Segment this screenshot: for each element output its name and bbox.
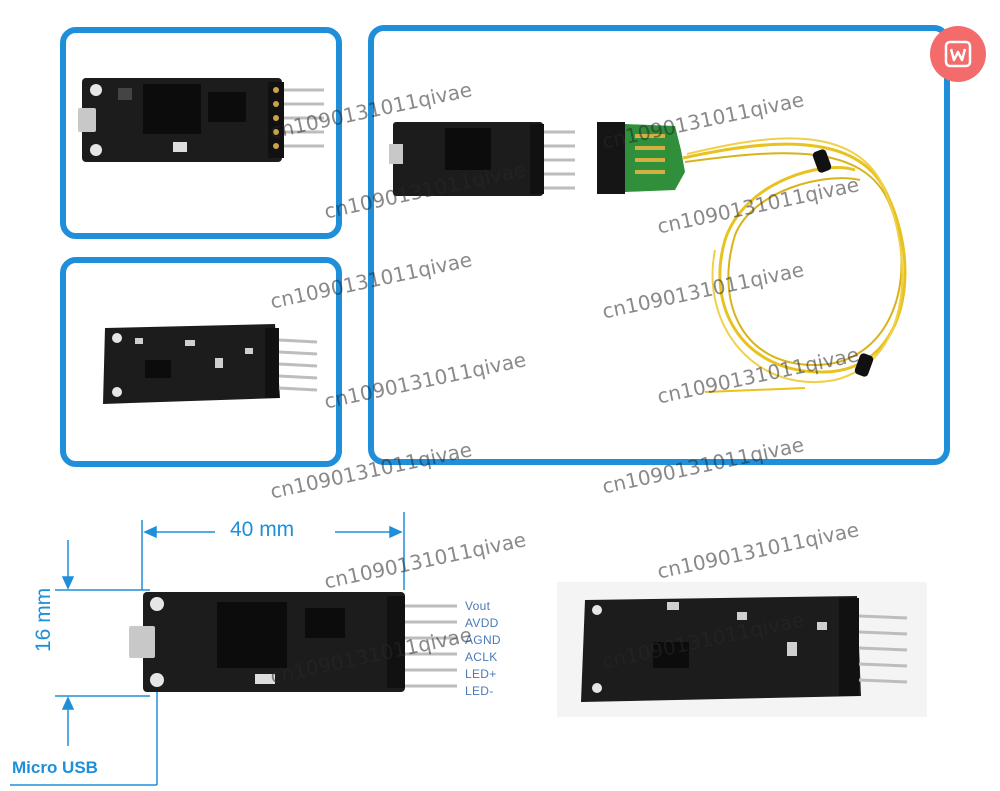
pin-label-avdd: AVDD (465, 616, 499, 630)
board-back-bottom-photo (557, 582, 927, 717)
width-dimension-label: 40 mm (230, 518, 295, 541)
pin-label-aclk: ACLK (465, 650, 498, 664)
board-back-photo (103, 324, 318, 404)
app-badge[interactable] (930, 26, 986, 82)
board-with-sensor-photo (389, 122, 907, 393)
frame-large-right (368, 25, 950, 465)
board-front-photo (78, 78, 324, 162)
height-dimension-label: 16 mm (32, 587, 55, 652)
board-dimension-photo (129, 592, 457, 692)
pin-label-agnd: AGND (465, 633, 501, 647)
pin-label-led-plus: LED+ (465, 667, 497, 681)
pin-label-led-minus: LED- (465, 684, 494, 698)
dimension-lines (10, 512, 405, 786)
pin-label-vout: Vout (465, 599, 491, 613)
w-logo-icon (944, 40, 972, 68)
watermark: cn1090131011qivae (655, 517, 862, 584)
micro-usb-label: Micro USB (12, 758, 98, 777)
